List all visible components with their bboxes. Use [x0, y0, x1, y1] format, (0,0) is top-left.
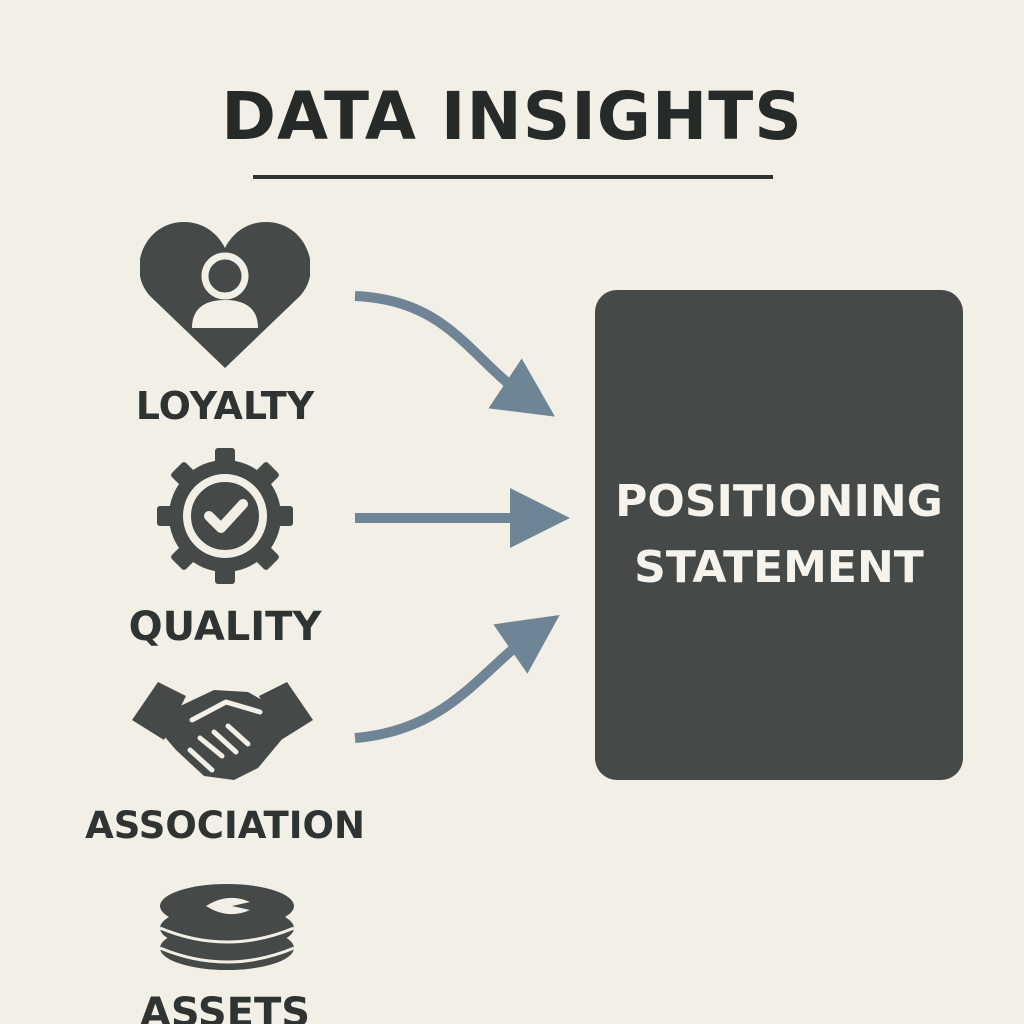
input-label-association: ASSOCIATION	[85, 804, 365, 847]
arrow-association-to-statement	[354, 614, 560, 743]
input-label-loyalty: LOYALTY	[135, 384, 315, 428]
gear-check-icon	[157, 448, 293, 584]
handshake-icon	[132, 682, 313, 780]
arrow-loyalty-to-statement	[354, 291, 555, 417]
positioning-statement-box: POSITIONING STATEMENT	[595, 290, 963, 780]
input-label-assets: ASSETS	[139, 990, 311, 1024]
statement-line-1: POSITIONING	[615, 476, 943, 527]
statement-line-2: STATEMENT	[634, 542, 924, 593]
page-title: DATA INSIGHTS	[221, 78, 803, 155]
coin-stack-icon	[159, 884, 295, 970]
heart-user-icon	[140, 222, 310, 368]
positioning-statement-text: POSITIONING STATEMENT	[615, 469, 943, 601]
input-label-quality: QUALITY	[128, 604, 322, 650]
title-underline	[253, 175, 773, 179]
